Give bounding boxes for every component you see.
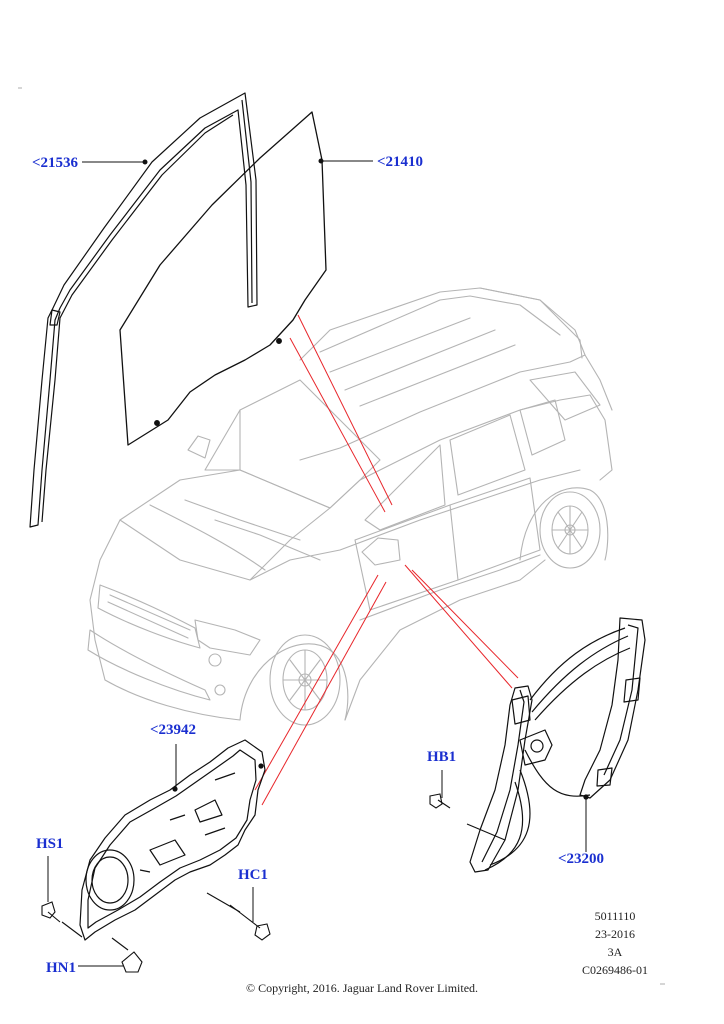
reference-code-4: C0269486-01 xyxy=(582,963,648,977)
red-leader-lines xyxy=(254,314,519,806)
callout-hs1[interactable]: HS1 xyxy=(36,836,64,852)
window-regulator-part[interactable] xyxy=(469,617,646,873)
callout-21536[interactable]: <21536 xyxy=(32,155,79,171)
fastener-hc1[interactable] xyxy=(206,892,271,941)
door-module-panel-part[interactable] xyxy=(79,739,266,941)
frame-ticks xyxy=(18,87,665,985)
glass-run-channel-part[interactable] xyxy=(29,92,258,528)
fastener-hn1[interactable] xyxy=(111,937,143,973)
callout-hc1[interactable]: HC1 xyxy=(238,867,268,883)
door-glass-part[interactable] xyxy=(119,111,327,446)
callout-21410[interactable]: <21410 xyxy=(377,154,424,170)
callout-hn1[interactable]: HN1 xyxy=(46,960,76,976)
reference-code-1: 5011110 xyxy=(594,909,636,923)
callout-leaders xyxy=(47,158,587,967)
fastener-hb1[interactable] xyxy=(429,793,506,841)
callout-hb1[interactable]: HB1 xyxy=(427,749,457,765)
reference-code-3: 3A xyxy=(607,945,623,959)
callout-23942[interactable]: <23942 xyxy=(150,722,197,738)
fastener-hs1[interactable] xyxy=(41,901,83,938)
reference-code-2: 23-2016 xyxy=(595,927,635,941)
copyright-notice: © Copyright, 2016. Jaguar Land Rover Lim… xyxy=(245,981,479,995)
callout-23200[interactable]: <23200 xyxy=(558,851,605,867)
vehicle-illustration xyxy=(87,287,613,726)
